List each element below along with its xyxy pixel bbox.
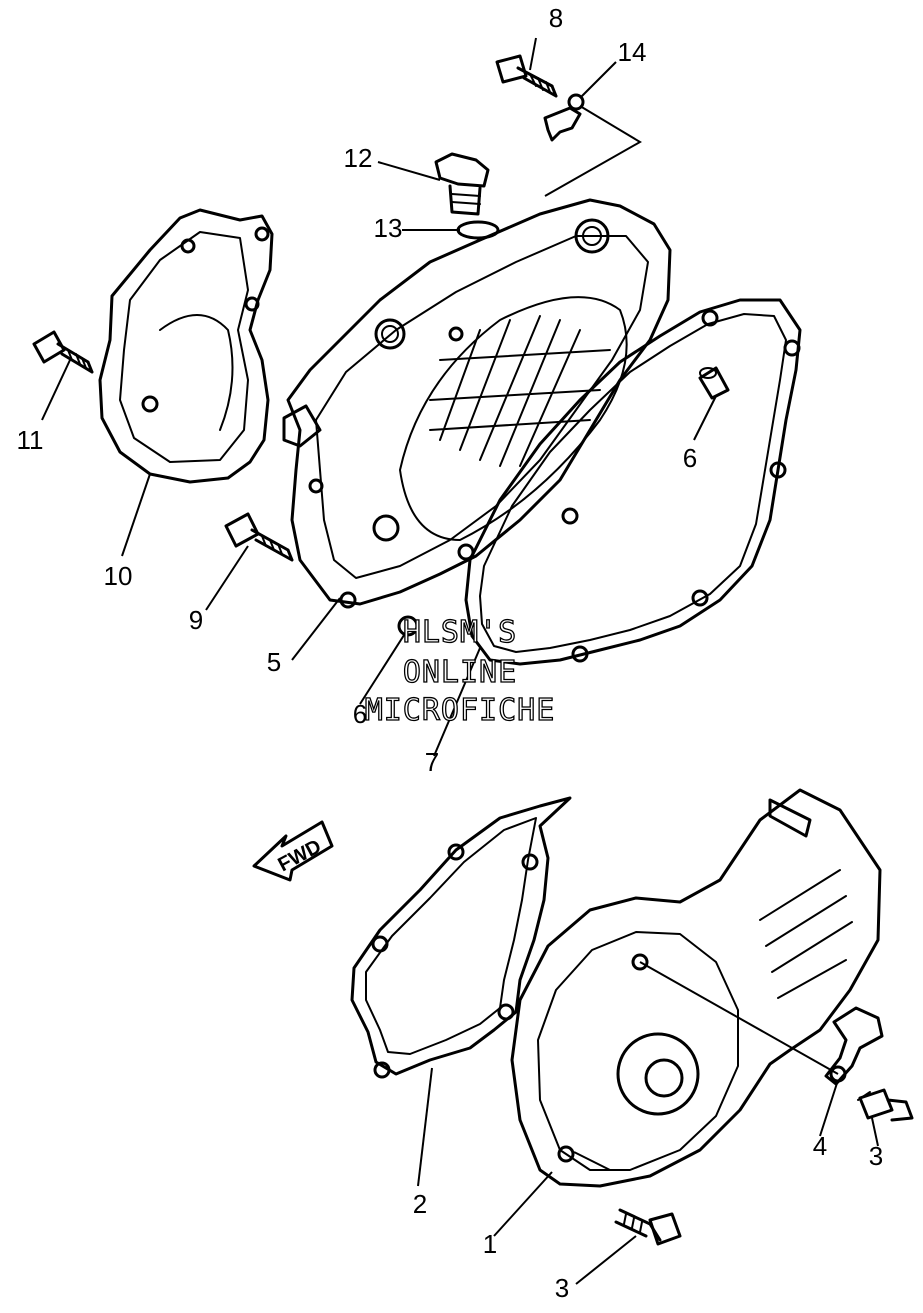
forward-arrow: FWD xyxy=(252,820,334,882)
watermark: HLSM'S ONLINE MICROFICHE xyxy=(364,614,556,728)
bolt-9 xyxy=(224,512,294,562)
callout-8: 8 xyxy=(549,3,563,33)
bolt-3-bottom xyxy=(614,1208,682,1246)
bolt-8 xyxy=(495,54,558,98)
callout-10: 10 xyxy=(104,561,133,591)
leader-lines xyxy=(41,37,879,1285)
callout-11: 11 xyxy=(17,425,44,455)
callout-1: 1 xyxy=(483,1229,497,1259)
callout-7: 7 xyxy=(425,747,439,777)
callout-6-lower: 6 xyxy=(353,699,367,729)
bolt-11 xyxy=(32,330,94,374)
bolt-3-right xyxy=(857,1088,914,1122)
callout-14: 14 xyxy=(618,37,647,67)
generator-cover-1 xyxy=(510,788,882,1188)
watermark-line-3: MICROFICHE xyxy=(365,693,556,728)
callout-5: 5 xyxy=(267,647,281,677)
callout-3-right: 3 xyxy=(869,1141,883,1171)
gasket-2 xyxy=(350,796,572,1079)
dowel-pin-6-lower xyxy=(397,615,419,637)
cover-10 xyxy=(98,208,274,484)
callout-13: 13 xyxy=(374,213,403,243)
watermark-line-2: ONLINE xyxy=(403,655,517,690)
oil-plug-12 xyxy=(434,152,490,216)
callout-9: 9 xyxy=(189,605,203,635)
callout-12: 12 xyxy=(344,143,373,173)
clamp-14 xyxy=(543,93,585,142)
dowel-pin-6-upper xyxy=(698,366,730,400)
callout-2: 2 xyxy=(413,1189,427,1219)
watermark-line-1: HLSM'S xyxy=(403,615,517,650)
gasket-7 xyxy=(457,298,802,666)
callout-3-bottom: 3 xyxy=(555,1273,569,1303)
callout-6-upper: 6 xyxy=(683,443,697,473)
callout-4: 4 xyxy=(813,1131,827,1161)
